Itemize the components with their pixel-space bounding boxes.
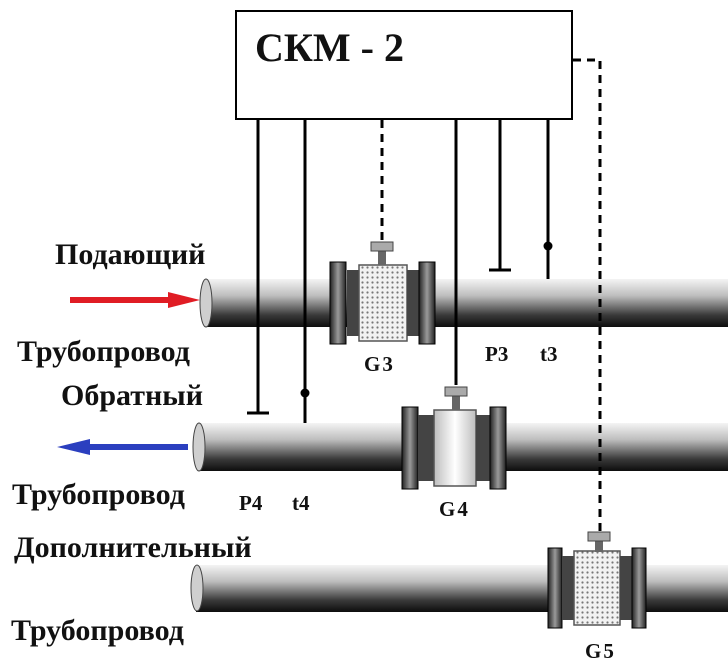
sensor-label-p4: P4 (239, 491, 263, 515)
wire-g5-dashed (573, 58, 602, 532)
extra-pipe (190, 564, 728, 612)
wire-t4 (300, 120, 310, 423)
controller-box (235, 10, 573, 120)
wire-p4 (247, 120, 269, 415)
supply-flow-arrow (70, 292, 200, 308)
return-label-bottom: Трубопровод (12, 478, 185, 511)
return-flow-arrow (57, 439, 188, 455)
flowmeter-g3 (329, 241, 436, 345)
supply-pipe (199, 278, 728, 328)
supply-label-bottom: Трубопровод (17, 335, 190, 368)
controller-label: СКМ - 2 (255, 25, 404, 70)
return-label-top: Обратный (61, 379, 203, 412)
extra-label-bottom: Трубопровод (11, 614, 184, 647)
meter-label-g4: G4 (439, 497, 470, 521)
wire-t3 (543, 120, 553, 279)
meter-label-g3: G3 (364, 352, 395, 376)
meter-label-g5: G5 (585, 639, 616, 663)
sensor-label-p3: P3 (485, 342, 509, 366)
extra-label-top: Дополнительный (14, 531, 252, 564)
wire-p3 (489, 120, 511, 272)
flowmeter-g5 (547, 531, 647, 629)
sensor-label-t3: t3 (540, 342, 558, 366)
sensor-label-t4: t4 (292, 491, 310, 515)
supply-label-top: Подающий (55, 238, 206, 271)
flowmeter-g4 (401, 386, 507, 490)
